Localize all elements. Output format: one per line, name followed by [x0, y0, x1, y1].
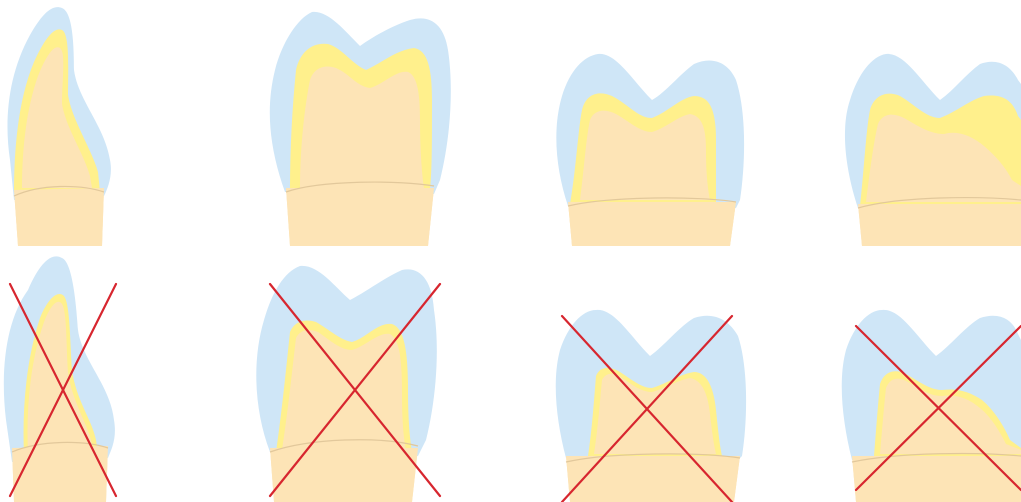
- incisor-tooth-correct: [7, 7, 110, 246]
- molar-asymmetric-tooth-incorrect: [842, 310, 1021, 502]
- tooth-root-front: [858, 204, 1021, 246]
- tooth-root-front: [568, 202, 736, 246]
- tooth-row-correct: [7, 7, 1021, 246]
- incisor-tooth-incorrect: [4, 256, 116, 502]
- tooth-row-incorrect: [4, 256, 1021, 502]
- tooth-root-front: [270, 448, 418, 502]
- tooth-root-front: [566, 456, 740, 502]
- tooth-root-front: [14, 188, 104, 246]
- tooth-root-front: [286, 188, 434, 246]
- molar-asymmetric-tooth-correct: [845, 54, 1021, 246]
- premolar-tooth-incorrect: [256, 266, 440, 502]
- premolar-tooth-correct: [270, 12, 451, 246]
- tooth-root-front: [852, 456, 1021, 502]
- tooth-root-front: [12, 446, 108, 502]
- molar-tooth-incorrect: [556, 310, 746, 502]
- molar-tooth-correct: [556, 54, 744, 246]
